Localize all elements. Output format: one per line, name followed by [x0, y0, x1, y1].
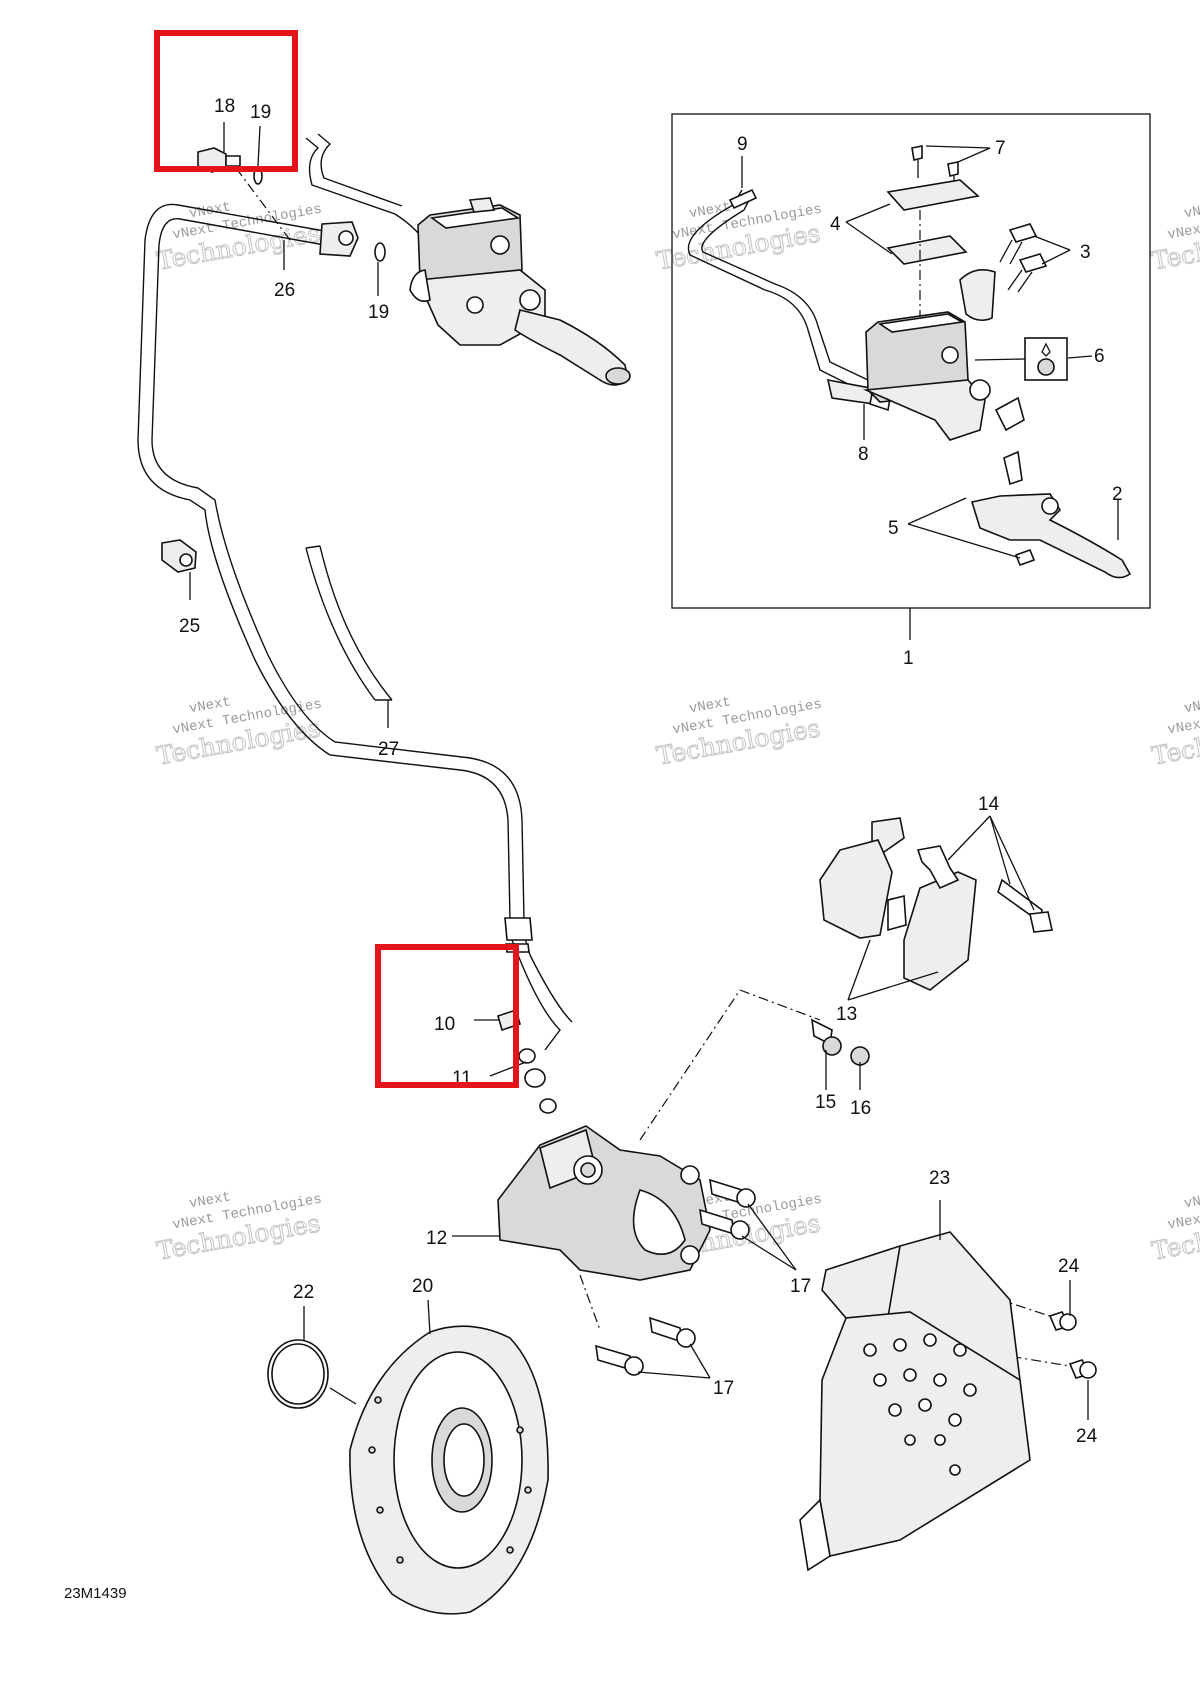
brake-caliper	[497, 1125, 711, 1281]
watermark: vNext vNext Technologies Technologies	[154, 1189, 323, 1266]
callout-24: 24	[1076, 1426, 1098, 1447]
callout-1: 1	[903, 648, 914, 669]
callout-17: 17	[713, 1378, 734, 1399]
svg-text:vNext: vNext	[1183, 1189, 1200, 1212]
callout-27: 27	[378, 739, 399, 760]
svg-text:vNext: vNext	[688, 199, 732, 222]
callout-2: 2	[1112, 484, 1123, 505]
watermark: vNext vNext Technologies Technologies	[154, 694, 323, 771]
o-ring	[267, 1339, 357, 1409]
callout-9: 9	[737, 134, 748, 155]
banjo-bolt-caliper	[497, 1008, 557, 1114]
caliper-bolts	[595, 1178, 756, 1376]
callout-labels: 18 19 26 19 25 27 9 7 4 3 6 8 2 5 1 14 1…	[64, 96, 1123, 1602]
callout-8: 8	[858, 444, 869, 465]
watermark: vNext vNext Technologies Technologies	[1149, 199, 1200, 276]
shield-screws	[1048, 1311, 1097, 1379]
hose-sleeve	[305, 545, 393, 701]
watermark: vNext vNext Technologies Technologies	[654, 694, 823, 771]
watermark: vNext vNext Technologies Technologies	[654, 199, 823, 276]
callout-16: 16	[850, 1098, 871, 1119]
callout-23: 23	[929, 1168, 950, 1189]
highlight-box-18-19	[154, 30, 298, 172]
bleed-screw	[811, 1018, 870, 1066]
diagram-code: 23M1439	[64, 1585, 127, 1602]
callout-20: 20	[412, 1276, 433, 1297]
callout-22: 22	[293, 1282, 314, 1303]
brake-pads	[819, 817, 1053, 991]
callout-25: 25	[179, 616, 200, 637]
master-cylinder-kit-inset	[671, 113, 1151, 640]
callout-14: 14	[978, 794, 1000, 815]
svg-text:vNext: vNext	[1183, 199, 1200, 222]
callout-18: 18	[214, 96, 235, 117]
watermark: vNext vNext Technologies Technologies	[1149, 694, 1200, 771]
watermark: vNext vNext Technologies Technologies	[1149, 1189, 1200, 1266]
callout-24: 24	[1058, 1256, 1080, 1277]
svg-text:vNext: vNext	[1183, 694, 1200, 717]
callout-19: 19	[250, 102, 271, 123]
hose-union	[319, 221, 386, 262]
leader-lines	[189, 122, 1119, 1420]
callout-12: 12	[426, 1228, 447, 1249]
callout-26: 26	[274, 280, 295, 301]
highlight-boxes	[154, 30, 519, 1088]
callout-5: 5	[888, 518, 899, 539]
svg-text:vNext: vNext	[188, 1189, 232, 1212]
master-cylinder-assembly	[409, 197, 631, 386]
callout-4: 4	[830, 214, 841, 235]
callout-17: 17	[790, 1276, 811, 1297]
callout-7: 7	[995, 138, 1006, 159]
callout-10: 10	[434, 1014, 455, 1035]
svg-text:vNext: vNext	[688, 694, 732, 717]
callout-6: 6	[1094, 346, 1105, 367]
svg-text:vNext: vNext	[188, 694, 232, 717]
callout-19: 19	[368, 302, 389, 323]
brake-disc	[349, 1325, 549, 1615]
heat-shield	[799, 1231, 1031, 1572]
callout-13: 13	[836, 1004, 857, 1025]
callout-15: 15	[815, 1092, 836, 1113]
hose-clip	[161, 539, 197, 573]
callout-3: 3	[1080, 242, 1091, 263]
highlight-box-10-11	[375, 944, 519, 1088]
